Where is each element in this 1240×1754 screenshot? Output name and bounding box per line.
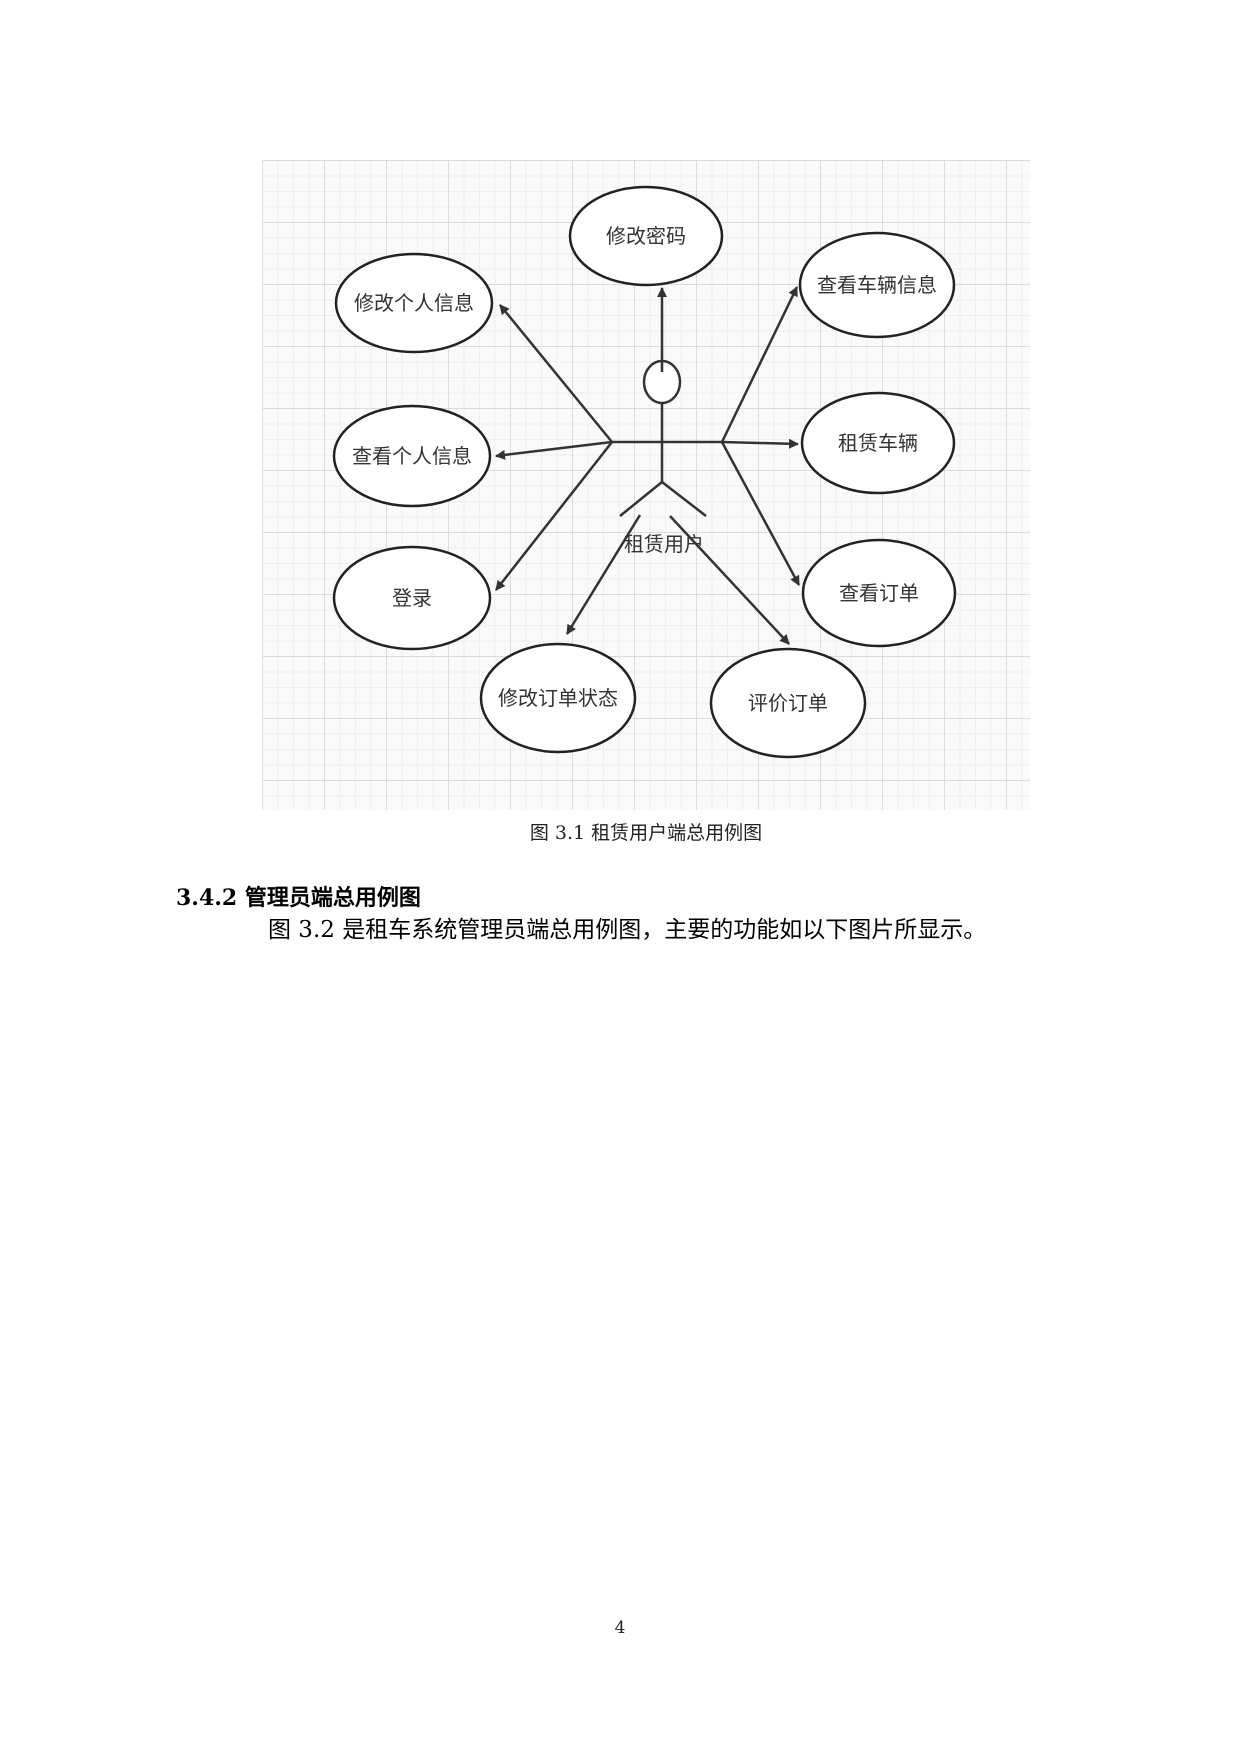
svg-text:评价订单: 评价订单: [748, 691, 828, 715]
page-number: 4: [614, 1618, 626, 1638]
svg-text:登录: 登录: [392, 586, 432, 610]
actor-figure: [612, 359, 722, 517]
arrow-login: [495, 441, 613, 591]
svg-text:查看个人信息: 查看个人信息: [352, 444, 472, 468]
body-paragraph: 图 3.2 是租车系统管理员端总用例图，主要的功能如以下图片所显示。: [268, 917, 987, 943]
arrow-view-personal-info: [495, 440, 613, 460]
use-case-rent-vehicle: 租赁车辆: [800, 391, 956, 495]
arrow-edit-personal-info: [499, 304, 613, 443]
use-case-view-orders: 查看订单: [801, 538, 957, 648]
association-arrows: [495, 286, 801, 645]
svg-text:修改订单状态: 修改订单状态: [498, 686, 618, 710]
svg-text:修改个人信息: 修改个人信息: [354, 291, 474, 315]
actor-right-leg: [661, 481, 707, 517]
use-case-view-personal-info: 查看个人信息: [332, 404, 492, 508]
figure-caption: 图 3.1 租赁用户端总用例图: [529, 822, 763, 844]
actor-left-leg: [619, 481, 663, 517]
use-case-change-password: 修改密码: [568, 185, 724, 287]
use-case-review-order: 评价订单: [709, 647, 867, 759]
svg-text:租赁车辆: 租赁车辆: [838, 431, 918, 455]
diagram-canvas: 修改密码 修改个人信息 查看车辆信息 查看个人信息 租赁车辆 登录: [332, 185, 957, 759]
section-heading: 3.4.2 管理员端总用例图: [176, 885, 421, 911]
actor-label: 租赁用户: [624, 532, 704, 556]
use-case-edit-personal-info: 修改个人信息: [334, 252, 494, 354]
svg-text:查看车辆信息: 查看车辆信息: [817, 273, 937, 297]
svg-text:修改密码: 修改密码: [606, 224, 686, 248]
use-case-login: 登录: [332, 545, 492, 651]
use-case-view-vehicle-info: 查看车辆信息: [798, 231, 956, 339]
arrow-review-order: [669, 515, 790, 645]
arrow-rent-vehicle: [721, 438, 799, 449]
use-case-change-order-status: 修改订单状态: [479, 642, 637, 754]
use-case-diagram: 修改密码 修改个人信息 查看车辆信息 查看个人信息 租赁车辆 登录: [262, 160, 1030, 810]
arrow-view-vehicle-info: [720, 286, 799, 443]
svg-text:查看订单: 查看订单: [839, 581, 919, 605]
arrow-view-orders: [720, 441, 801, 586]
arrow-change-order-status: [565, 514, 642, 635]
